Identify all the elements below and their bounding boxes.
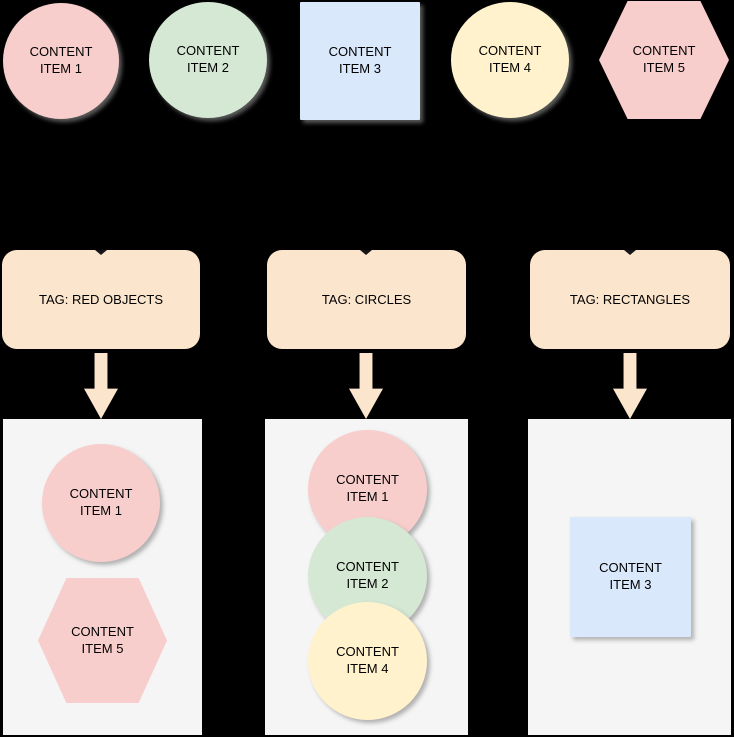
bucket2-item-2-label: CONTENT ITEM 2	[336, 559, 399, 591]
content-item-5-hexagon: CONTENT ITEM 5	[599, 1, 729, 119]
bucket2-item-4-label: CONTENT ITEM 4	[336, 644, 399, 676]
tag-circles: TAG: CIRCLES	[267, 250, 466, 349]
connector-arrowhead-icon	[360, 250, 372, 255]
down-arrow-icon	[613, 353, 647, 419]
tag-circles-label: TAG: CIRCLES	[321, 292, 412, 307]
bucket1-content-item-5-hexagon: CONTENT ITEM 5	[38, 578, 167, 703]
content-item-2-label: CONTENT ITEM 2	[176, 43, 240, 75]
bucket2-content-item-4-circle: CONTENT ITEM 4	[308, 602, 427, 720]
down-arrow-icon	[349, 353, 383, 419]
bucket1-item-5-label: CONTENT ITEM 5	[71, 623, 134, 656]
bucket2-content-item-1-circle: CONTENT ITEM 1	[308, 430, 427, 548]
bucket1-item-1-label: CONTENT ITEM 1	[69, 486, 133, 518]
bucket2-item-1-label: CONTENT ITEM 1	[336, 472, 399, 504]
tag-red-objects: TAG: RED OBJECTS	[2, 250, 200, 349]
content-item-4-circle: CONTENT ITEM 4	[451, 2, 569, 118]
tag-rectangles: TAG: RECTANGLES	[530, 250, 730, 349]
bucket1-content-item-1-circle: CONTENT ITEM 1	[42, 444, 160, 562]
down-arrow-icon	[84, 353, 118, 419]
connector-arrowhead-icon	[95, 250, 107, 255]
content-item-1-circle: CONTENT ITEM 1	[3, 3, 119, 119]
content-item-4-label: CONTENT ITEM 4	[478, 43, 542, 75]
bucket3-content-item-3-square: CONTENT ITEM 3	[570, 517, 691, 637]
connector-arrowhead-icon	[624, 250, 636, 255]
content-item-3-label: CONTENT ITEM 3	[328, 44, 392, 76]
bucket3-item-3-label: CONTENT ITEM 3	[599, 560, 662, 592]
tag-rectangles-label: TAG: RECTANGLES	[569, 292, 691, 307]
content-item-5-label: CONTENT ITEM 5	[632, 43, 696, 75]
content-item-1-label: CONTENT ITEM 1	[29, 44, 93, 76]
content-item-2-circle: CONTENT ITEM 2	[149, 2, 267, 118]
tag-red-objects-label: TAG: RED OBJECTS	[39, 292, 163, 307]
content-item-3-square: CONTENT ITEM 3	[300, 2, 420, 120]
